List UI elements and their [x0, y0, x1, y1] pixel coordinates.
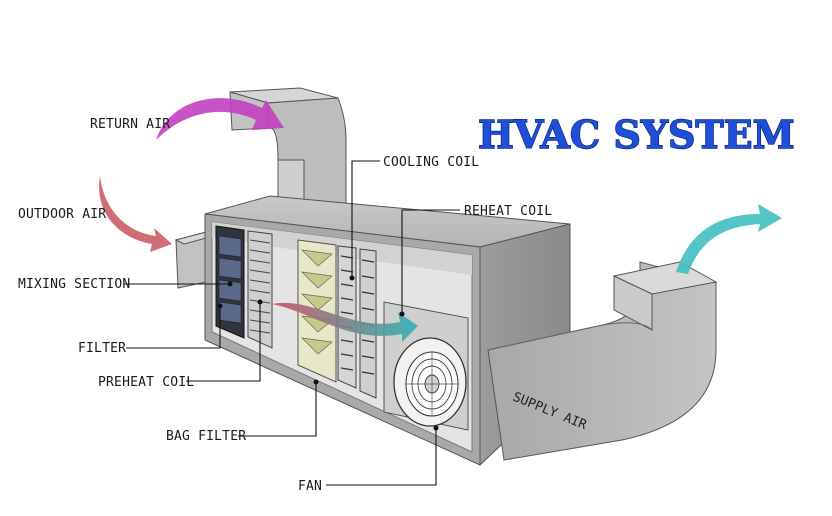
supply-air-duct — [487, 261, 718, 461]
fan-label: FAN — [298, 479, 322, 494]
reheat-coil-label: REHEAT COIL — [464, 204, 552, 219]
supply-air-arrow — [676, 204, 782, 274]
filter-dot — [217, 303, 223, 309]
preheat-coil-leader — [186, 302, 261, 382]
outdoor-air-arrow — [99, 176, 172, 252]
cooling-coil-leader — [351, 160, 380, 278]
outdoor-air-label: OUTDOOR AIR — [18, 207, 106, 222]
bag-filter-leader — [238, 382, 317, 437]
filter-leader — [126, 306, 221, 349]
preheat-coil — [247, 230, 273, 349]
fan-leader — [326, 428, 437, 486]
preheat-coil-dot — [257, 299, 263, 305]
reheat-coil-leader — [401, 209, 460, 314]
preheat-coil-label: PREHEAT COIL — [98, 375, 194, 390]
mixing-section-dot — [227, 281, 233, 287]
filter-label: FILTER — [78, 341, 126, 356]
bag-filter-dot — [313, 379, 319, 385]
reheat-coil-dot — [399, 311, 405, 317]
internal-flow-arrow — [272, 302, 418, 342]
cooling-coil-dot — [349, 275, 355, 281]
fan-dot — [433, 425, 439, 431]
mixing-section-label: MIXING SECTION — [18, 277, 130, 292]
return-air-label: RETURN AIR — [90, 117, 170, 132]
cooling-coil-label: COOLING COIL — [383, 155, 479, 170]
diagram-title: HVAC SYSTEM — [478, 112, 795, 157]
cooling-coil — [337, 245, 357, 389]
return-air-arrow — [156, 98, 284, 140]
bag-filter-label: BAG FILTER — [166, 429, 246, 444]
fan-housing — [383, 301, 469, 431]
